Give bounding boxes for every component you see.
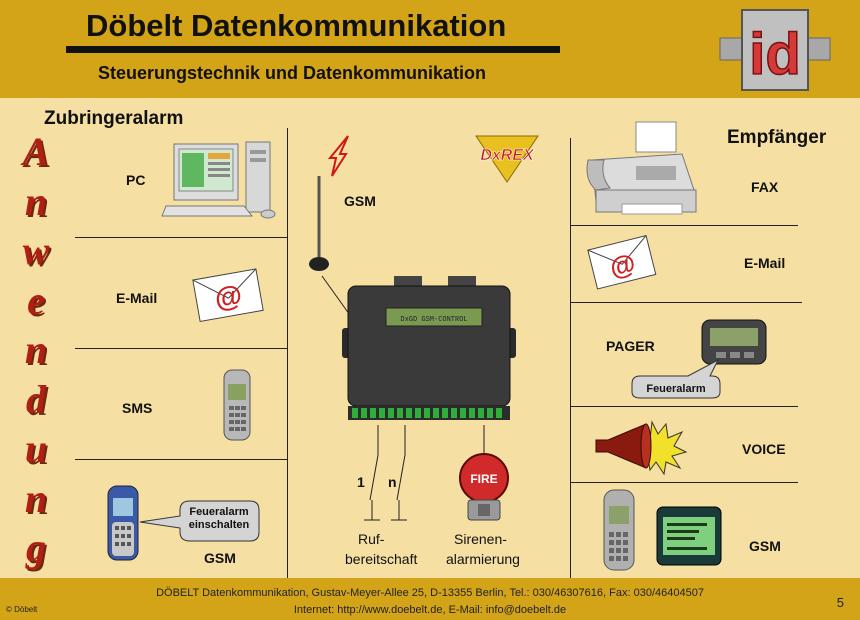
vertical-word-anwendung: A n w e n d u n g xyxy=(13,127,59,573)
dxrex-brand-text: DxREX xyxy=(480,147,535,164)
device-display-text: DxGD GSM-CONTROL xyxy=(400,316,467,324)
page-subtitle: Steuerungstechnik und Datenkommunikation xyxy=(98,63,487,83)
company-logo-icon: id xyxy=(719,9,831,91)
right-heading: Empfänger xyxy=(727,127,827,148)
megaphone-icon xyxy=(595,420,688,476)
footer-address: DÖBELT Datenkommunikation, Gustav-Meyer-… xyxy=(156,587,704,599)
vertical-letter: n xyxy=(24,178,48,224)
fire-alarm-button-icon: FIRE xyxy=(459,453,509,521)
vertical-letter: A xyxy=(22,129,50,174)
antenna-icon xyxy=(309,176,329,271)
footer-bar: DÖBELT Datenkommunikation, Gustav-Meyer-… xyxy=(0,578,860,620)
logo-text: id xyxy=(749,22,801,87)
target-fax-label: FAX xyxy=(751,179,779,195)
source-email-label: E-Mail xyxy=(116,290,158,306)
right-divider xyxy=(570,138,571,578)
bubble-text-activate: Feueralarm einschalten xyxy=(188,506,250,531)
call-standby-label-1: Ruf- xyxy=(358,531,385,547)
row-divider xyxy=(570,482,798,483)
row-divider xyxy=(75,348,287,349)
vertical-letter: d xyxy=(26,376,46,422)
target-voice-label: VOICE xyxy=(742,441,786,457)
vertical-letter: w xyxy=(22,228,50,273)
footer-contact: Internet: http://www.doebelt.de, E-Mail:… xyxy=(293,604,567,616)
fire-button-text: FIRE xyxy=(470,472,497,486)
row-divider xyxy=(570,302,802,303)
pager-icon xyxy=(701,319,767,365)
vertical-letter: n xyxy=(24,475,48,521)
vertical-letter: e xyxy=(27,277,45,323)
row-divider xyxy=(570,406,798,407)
left-heading: Zubringeralarm xyxy=(44,108,184,129)
header-bar: Döbelt Datenkommunikation Steuerungstech… xyxy=(0,0,860,98)
source-pc-label: PC xyxy=(126,172,146,188)
switch-n-label: n xyxy=(388,474,397,490)
page-number: 5 xyxy=(836,595,844,610)
email-envelope-icon: @ xyxy=(587,235,657,290)
mobile-phone-icon xyxy=(603,489,635,571)
gsm-display-phone-icon xyxy=(656,506,722,566)
source-sms-label: SMS xyxy=(122,400,153,416)
svg-text:@: @ xyxy=(212,279,244,314)
fax-machine-icon xyxy=(586,121,697,215)
computer-icon xyxy=(161,141,276,219)
switch-1-label: 1 xyxy=(357,474,365,490)
signal-bolt-icon xyxy=(327,135,349,177)
siren-label-2: alarmierung xyxy=(446,551,520,567)
center-gsm-label: GSM xyxy=(344,193,376,209)
vertical-letter: g xyxy=(26,525,46,570)
mobile-phone-icon xyxy=(223,369,251,441)
title-underline xyxy=(66,46,560,53)
source-gsm-label: GSM xyxy=(204,550,236,566)
target-pager-label: PAGER xyxy=(606,338,655,354)
gsm-phone-icon xyxy=(107,485,139,561)
left-divider xyxy=(287,128,288,578)
dxrex-logo-icon: DxREX xyxy=(475,135,539,183)
vertical-letter: u xyxy=(24,426,48,471)
vertical-letter: n xyxy=(24,327,48,372)
row-divider xyxy=(75,237,287,238)
target-gsm-label: GSM xyxy=(749,538,781,554)
email-envelope-icon: @ xyxy=(192,268,264,322)
page-title: Döbelt Datenkommunikation xyxy=(86,8,507,43)
siren-label-1: Sirenen- xyxy=(454,531,507,547)
speech-bubble-icon xyxy=(631,358,721,399)
gsm-control-device-icon: DxGD GSM-CONTROL xyxy=(342,276,516,420)
target-email-label: E-Mail xyxy=(744,255,786,271)
call-standby-label-2: bereitschaft xyxy=(345,551,418,567)
pager-bubble-text: Feueralarm xyxy=(646,383,706,395)
speech-bubble-icon xyxy=(139,500,260,542)
row-divider xyxy=(570,225,798,226)
footer-copyright: © Döbelt xyxy=(6,605,38,614)
row-divider xyxy=(75,459,287,460)
